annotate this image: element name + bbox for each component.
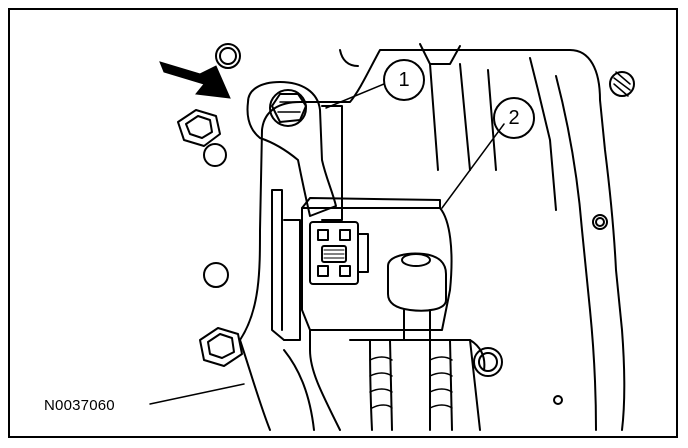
cable-ribs — [369, 356, 453, 409]
cable-housing — [369, 339, 453, 431]
housing-outline — [239, 48, 626, 431]
connector-center — [321, 245, 347, 263]
hole-bottom-small — [553, 395, 563, 405]
callout-2-leader — [441, 123, 505, 209]
hex-nut-left — [177, 109, 221, 147]
casting-top-2 — [419, 43, 461, 65]
connector-pin-3 — [317, 265, 329, 277]
lower-casting-2 — [283, 349, 315, 431]
hex-nut-bottom — [199, 327, 243, 367]
connector-pin-4 — [339, 265, 351, 277]
bracket-side — [283, 219, 301, 341]
hole-bottom-inner — [478, 352, 498, 372]
figure-reference-code: N0037060 — [44, 397, 115, 414]
hole-left — [203, 143, 227, 167]
housing-inner-edge — [555, 75, 597, 431]
bushing-body — [387, 252, 447, 312]
hole-bottom — [473, 347, 503, 377]
callout-1-label: 1 — [398, 69, 410, 91]
connector-pin-2 — [339, 229, 351, 241]
ref-code-leader — [149, 383, 245, 405]
hole-top-left — [215, 43, 241, 69]
bracket-plate — [321, 105, 343, 221]
hole-mid-left — [203, 262, 229, 288]
module-body — [301, 207, 453, 331]
callout-2-circle — [493, 97, 535, 139]
hex-nut-bottom-inner — [207, 333, 235, 359]
bracket-arm — [246, 81, 337, 217]
arrow-pointer-icon — [159, 61, 231, 99]
bracket-plate-2 — [270, 189, 285, 341]
casting-top — [339, 49, 359, 67]
figure-frame: 1 2 N0037060 — [8, 8, 678, 438]
lower-casting — [239, 339, 271, 431]
callout-1-circle — [383, 59, 425, 101]
bracket-bolt-lines — [277, 101, 301, 113]
callout-1-leader — [325, 83, 385, 109]
lever-lines — [309, 329, 481, 431]
connector-pin-1 — [317, 229, 329, 241]
plug-threads — [613, 71, 631, 97]
bracket-bolt-hex — [271, 93, 307, 123]
hole-top-left-inner — [219, 47, 237, 65]
plug-top-right — [609, 71, 635, 97]
hole-right — [592, 214, 608, 230]
module-top-edge — [301, 197, 441, 209]
technical-drawing — [149, 43, 635, 431]
connector-center-hatch — [323, 249, 345, 259]
bushing-top — [401, 253, 431, 267]
housing-inner-edge-2 — [529, 57, 557, 211]
casting-lines — [429, 63, 497, 171]
callout-2-label: 2 — [508, 107, 520, 129]
hex-nut-left-inner — [185, 115, 213, 139]
bushing-stem — [403, 309, 431, 341]
connector-tab — [357, 233, 369, 273]
hole-right-inner — [595, 217, 605, 227]
